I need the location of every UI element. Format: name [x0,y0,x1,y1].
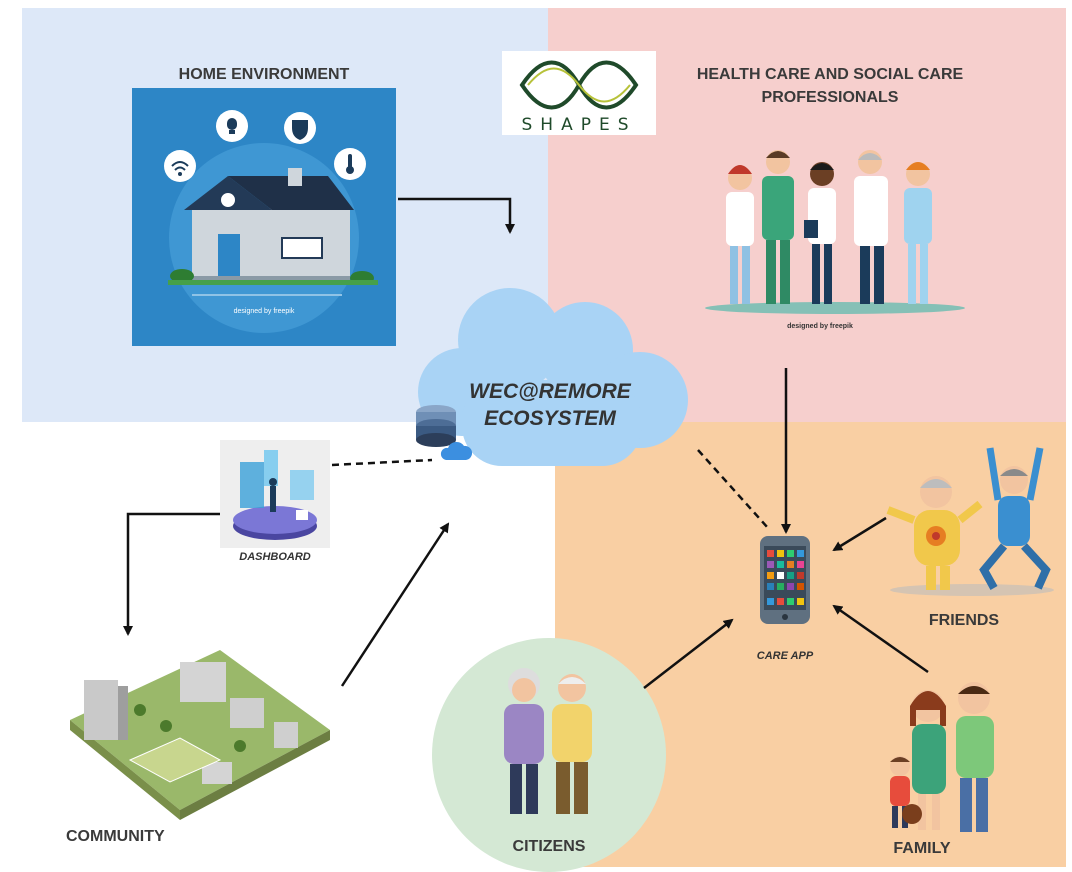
arrow-community-to-cloud [340,522,450,687]
wifi-icon [164,150,196,182]
care-app-label: CARE APP [756,650,814,662]
home-environment-image: designed by freepik [132,88,396,346]
home-credit: designed by freepik [233,308,295,315]
thermometer-icon [334,148,366,180]
citizens-image [486,660,612,820]
doctor-figure-4 [854,150,888,304]
ecosystem-cloud: WEC@REMORE ECOSYSTEM [400,280,700,470]
database-icon [412,402,472,466]
family-label: FAMILY [893,840,951,857]
friends-label: FRIENDS [928,612,1000,629]
dashboard-image [220,440,330,548]
doctor-figure-3 [804,162,836,304]
professionals-image [700,148,970,318]
shapes-logo-text: SHAPES [521,115,637,135]
community-image [70,650,330,820]
community-label: COMMUNITY [66,828,165,845]
citizens-circle [432,638,666,872]
friends-image [886,440,1058,598]
dashboard-label: DASHBOARD [239,551,311,563]
doctor-figure-1 [726,165,754,304]
shield-icon [284,112,316,144]
home-environment-title: HOME ENVIRONMENT [178,66,350,83]
professionals-title-line2: PROFESSIONALS [761,89,899,106]
bulb-icon [216,110,248,142]
doctor-figure-5 [904,162,932,304]
arrow-dashboard-to-community [123,512,220,636]
family-image [882,676,1014,836]
house-icon [184,168,354,280]
professionals-credit: designed by freepik [787,323,853,330]
doctor-figure-2 [762,150,794,304]
professionals-title-line1: HEALTH CARE AND SOCIAL CARE [696,66,964,83]
smartphone-icon [758,534,812,626]
shapes-logo: SHAPES [502,51,656,135]
ecosystem-line2: ECOSYSTEM [484,407,616,430]
ecosystem-line1: WEC@REMORE [469,380,631,403]
citizens-label: CITIZENS [512,838,586,855]
